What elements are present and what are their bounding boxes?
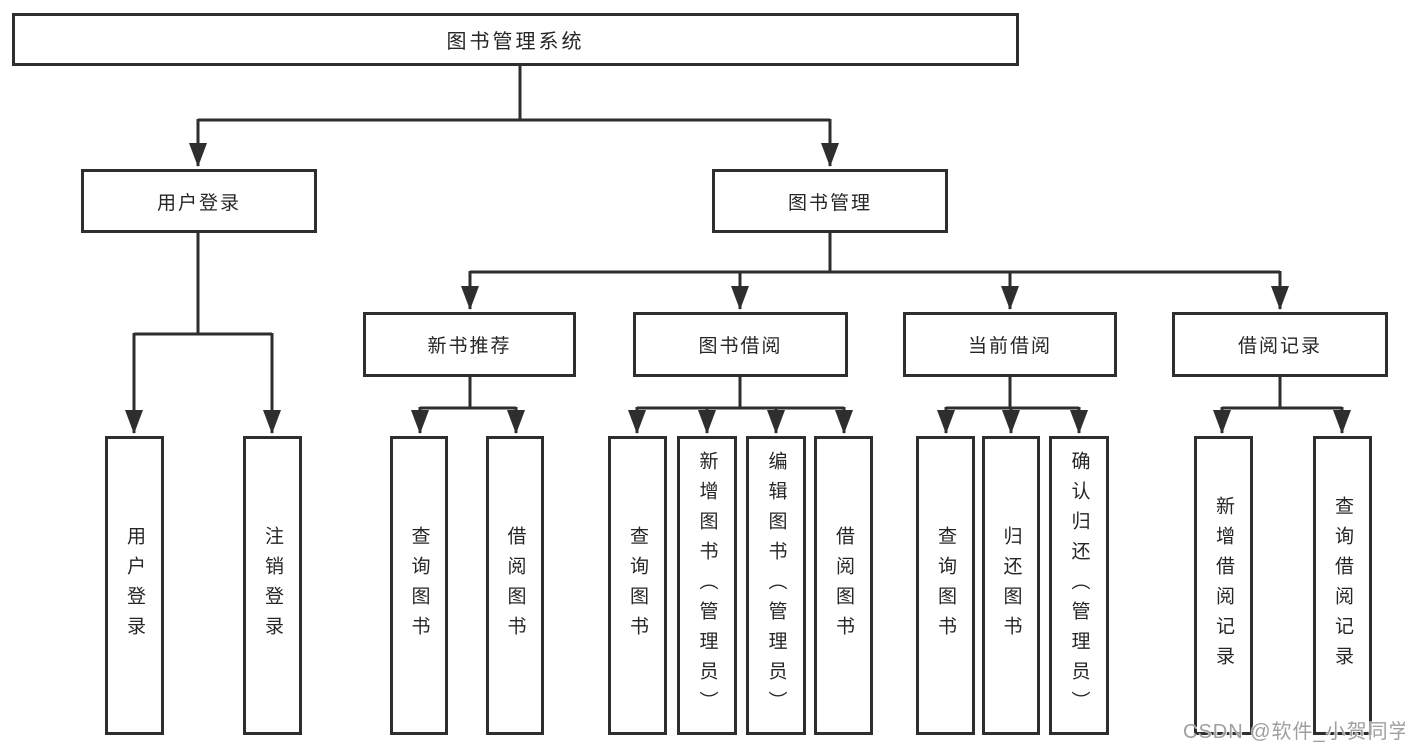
node-borrowing-records: 借阅记录 (1172, 312, 1388, 377)
leaf-confirm-return-admin: 确认归还（管理员） (1049, 436, 1109, 735)
leaf-query-borrow-record: 查询借阅记录 (1313, 436, 1372, 735)
leaf-edit-books-admin: 编辑图书（管理员） (746, 436, 806, 735)
leaf-query-books-borrow: 查询图书 (608, 436, 667, 735)
node-new-book-recommendation: 新书推荐 (363, 312, 576, 377)
node-current-borrowing: 当前借阅 (903, 312, 1117, 377)
csdn-watermark: CSDN @软件_小贺同学 (1183, 721, 1405, 743)
leaf-borrow-books: 借阅图书 (814, 436, 873, 735)
leaf-add-borrow-record: 新增借阅记录 (1194, 436, 1253, 735)
node-root-library-management-system: 图书管理系统 (12, 13, 1019, 66)
leaf-add-books-admin: 新增图书（管理员） (677, 436, 737, 735)
node-book-borrowing: 图书借阅 (633, 312, 848, 377)
node-user-login: 用户登录 (81, 169, 317, 233)
leaf-return-books: 归还图书 (982, 436, 1040, 735)
leaf-borrow-books-new: 借阅图书 (486, 436, 544, 735)
leaf-query-books-current: 查询图书 (916, 436, 975, 735)
node-book-management: 图书管理 (712, 169, 948, 233)
leaf-query-books-new: 查询图书 (390, 436, 448, 735)
leaf-user-login: 用户登录 (105, 436, 164, 735)
leaf-logout: 注销登录 (243, 436, 302, 735)
